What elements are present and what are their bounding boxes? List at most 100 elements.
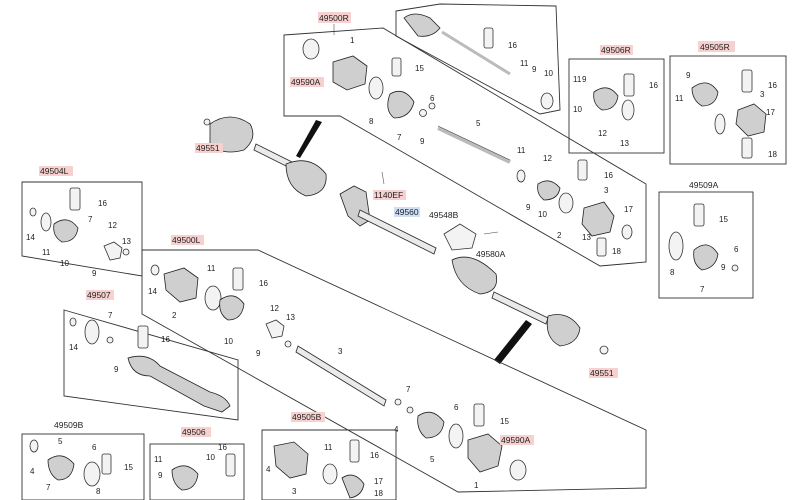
part-num: 10 xyxy=(573,105,582,114)
ref-49509B[interactable]: 49509B xyxy=(54,420,84,430)
part-num: 8 xyxy=(96,487,101,496)
ref-49548B[interactable]: 49548B xyxy=(429,210,459,220)
part-num: 11 xyxy=(520,59,529,68)
box-49509A xyxy=(658,191,754,299)
ref-49500R[interactable]: 49500R xyxy=(319,13,349,23)
ref-highlight xyxy=(39,166,73,176)
grease-tube xyxy=(596,237,607,257)
top-partial-frame xyxy=(395,3,561,115)
cv-boot xyxy=(47,455,75,481)
clamp-ring xyxy=(29,439,39,453)
ref-highlight xyxy=(373,190,406,200)
ref-49504L[interactable]: 49504L xyxy=(40,166,69,176)
clamp-ring xyxy=(540,92,554,110)
part-num: 17 xyxy=(766,108,775,117)
part-num: 16 xyxy=(768,81,777,90)
ref-49507[interactable]: 49507 xyxy=(87,290,111,300)
part-num: 9 xyxy=(582,75,587,84)
part-num: 13 xyxy=(286,313,295,322)
clamp-ring xyxy=(621,99,635,121)
small-clamp xyxy=(394,398,402,406)
part-num: 11 xyxy=(42,248,51,257)
part-num: 7 xyxy=(88,215,93,224)
part-num: 9 xyxy=(256,349,261,358)
grease-tube xyxy=(741,137,753,159)
part-num: 16 xyxy=(508,41,517,50)
ref-selected xyxy=(394,207,420,217)
ref-49551-left[interactable]: 49551 xyxy=(196,143,220,153)
grease-tube xyxy=(101,453,112,475)
boot-band-ring xyxy=(302,38,320,60)
part-num: 10 xyxy=(224,337,233,346)
ref-49506R[interactable]: 49506R xyxy=(601,45,631,55)
part-num: 3 xyxy=(292,487,297,496)
ref-49551-right[interactable]: 49551 xyxy=(590,368,614,378)
ref-highlight xyxy=(181,427,211,437)
ref-49500L[interactable]: 49500L xyxy=(172,235,201,245)
outer-cv-joint xyxy=(467,433,503,473)
part-num: 18 xyxy=(612,247,621,256)
ref-highlight xyxy=(318,12,351,23)
part-num: 3 xyxy=(338,347,343,356)
part-num: 1 xyxy=(350,36,355,45)
part-num: 7 xyxy=(397,133,402,142)
hub-nut xyxy=(599,345,609,355)
ref-49505R[interactable]: 49505R xyxy=(700,42,730,52)
box-49509B xyxy=(21,433,145,500)
part-num: 15 xyxy=(500,417,509,426)
ref-49509A[interactable]: 49509A xyxy=(689,180,719,190)
box-49506 xyxy=(149,443,245,500)
ref-49560[interactable]: 49560 xyxy=(395,207,419,217)
part-num: 10 xyxy=(206,453,215,462)
part-num: 15 xyxy=(415,64,424,73)
washer xyxy=(265,319,285,339)
part-num: 15 xyxy=(719,215,728,224)
part-num: 16 xyxy=(98,199,107,208)
part-num: 17 xyxy=(374,477,383,486)
tripod-housing xyxy=(163,267,199,303)
part-num: 16 xyxy=(370,451,379,460)
ref-49590A-bottom[interactable]: 49590A xyxy=(501,435,531,445)
part-num: 6 xyxy=(430,94,435,103)
ref-49506[interactable]: 49506 xyxy=(182,427,206,437)
clamp-ring xyxy=(40,212,52,232)
ref-49505B[interactable]: 49505B xyxy=(292,412,322,422)
tripod-housing xyxy=(581,201,615,237)
tripod-housing xyxy=(735,103,767,137)
cv-boot xyxy=(219,295,245,321)
small-clamp xyxy=(150,264,160,276)
small-clamp xyxy=(69,317,77,327)
part-num: 17 xyxy=(624,205,633,214)
part-num: 12 xyxy=(543,154,552,163)
part-num: 5 xyxy=(430,455,435,464)
ref-1140EF[interactable]: 1140EF xyxy=(374,190,403,200)
part-num: 9 xyxy=(721,263,726,272)
part-num: 7 xyxy=(108,311,113,320)
ref-highlight xyxy=(195,143,223,153)
clamp-ring xyxy=(714,113,726,135)
small-clamp xyxy=(428,102,436,110)
clamp-ring xyxy=(516,169,526,183)
clamp-ring xyxy=(621,224,633,240)
ref-highlight xyxy=(171,235,204,245)
box-49505R xyxy=(669,55,787,165)
ref-highlight xyxy=(291,412,325,422)
cv-boot xyxy=(691,82,719,107)
part-num: 13 xyxy=(620,139,629,148)
ref-49590A-top[interactable]: 49590A xyxy=(291,77,321,87)
part-num: 11 xyxy=(675,94,684,103)
part-num: 3 xyxy=(604,186,609,195)
cv-boot xyxy=(693,244,719,271)
ref-49580A[interactable]: 49580A xyxy=(476,249,506,259)
small-clamp xyxy=(731,264,739,272)
part-num: 9 xyxy=(114,365,119,374)
lh-assembly-frame xyxy=(141,249,647,493)
tripod-housing xyxy=(273,441,309,479)
part-num: 16 xyxy=(259,279,268,288)
clamp-ring xyxy=(84,319,100,345)
washer xyxy=(103,241,123,261)
ref-highlight xyxy=(698,41,735,52)
box-49504L xyxy=(21,181,143,277)
